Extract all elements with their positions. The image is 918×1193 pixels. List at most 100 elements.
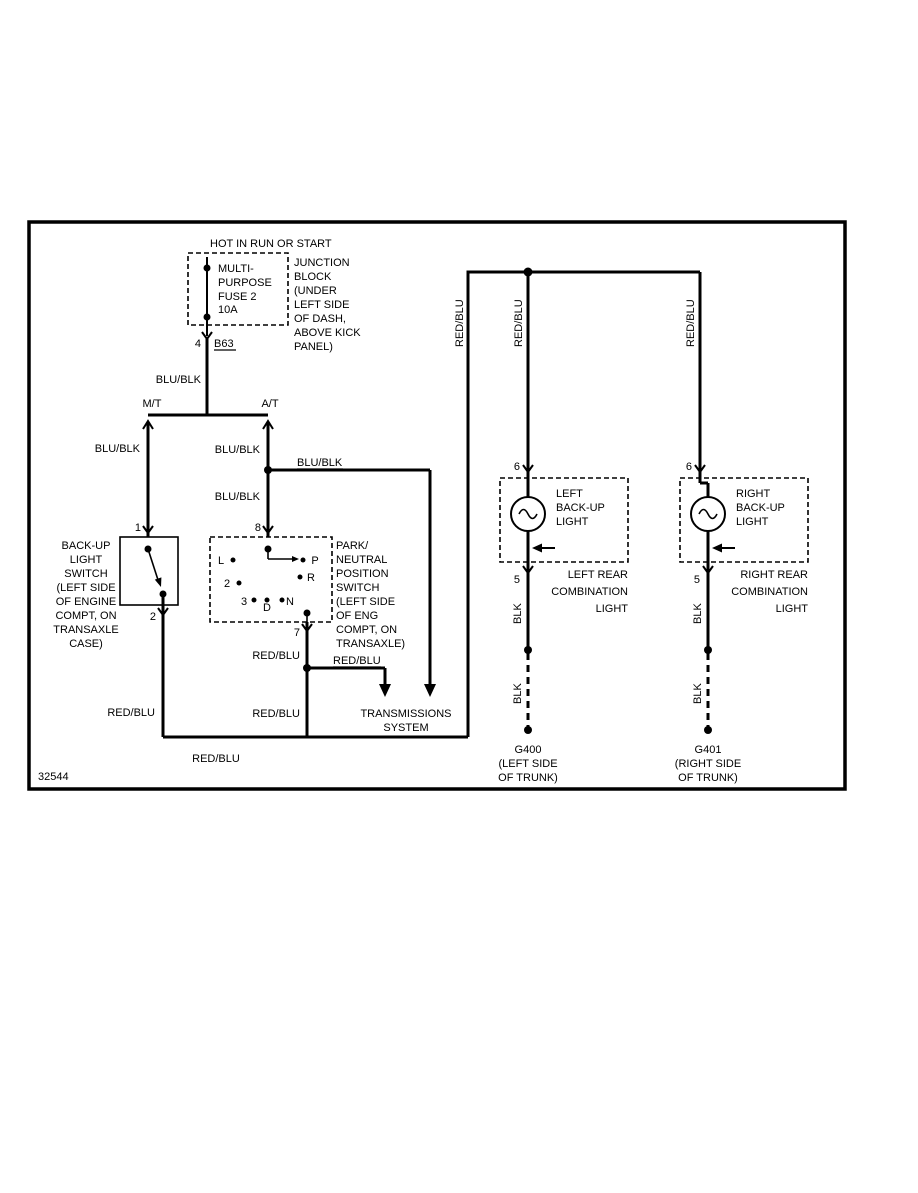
- wire-label-blu-blk: BLU/BLK: [215, 491, 261, 503]
- left-assembly-label: LEFT REAR: [568, 569, 628, 581]
- gear-position-dot: [236, 580, 242, 586]
- park-neutral-label: SWITCH: [336, 582, 379, 594]
- right-backup-light-section: 6 RIGHT BACK-UP LIGHT 5 RIGHT REAR COMBI…: [675, 461, 809, 784]
- fuse-label: MULTI-: [218, 263, 254, 275]
- wire-label-blk: BLK: [512, 683, 524, 704]
- ground-location: OF TRUNK): [678, 772, 738, 784]
- pin-number: 6: [514, 461, 520, 473]
- wire: [466, 270, 700, 737]
- pin-number: 2: [150, 611, 156, 623]
- transmission-system-label: TRANSMISSIONS: [360, 708, 451, 720]
- backup-switch-label: SWITCH: [64, 568, 107, 580]
- connector-chevron: [694, 464, 706, 474]
- wire-label-blk: BLK: [512, 603, 524, 624]
- park-neutral-label: NEUTRAL: [336, 554, 387, 566]
- gear-position-dot: [251, 597, 257, 603]
- fuse-label: PURPOSE: [218, 277, 272, 289]
- wire-label-red-blu: RED/BLU: [252, 708, 300, 720]
- branch-split: M/T A/T: [142, 398, 279, 430]
- pin-number: 5: [514, 574, 520, 586]
- gear-position-label: D: [263, 602, 271, 614]
- wire-label-red-blu: RED/BLU: [454, 299, 466, 347]
- flow-arrow: [424, 684, 436, 697]
- wire-label-red-blu: RED/BLU: [685, 299, 697, 347]
- ground-location: OF TRUNK): [498, 772, 558, 784]
- junction-dot: [524, 646, 532, 654]
- backup-switch-label: OF ENGINE: [56, 596, 117, 608]
- gear-position-dot: [297, 574, 303, 580]
- power-section: HOT IN RUN OR START MULTI- PURPOSE FUSE …: [156, 238, 361, 415]
- transmission-system-label: SYSTEM: [383, 722, 428, 734]
- ground-id: G401: [695, 744, 722, 756]
- junction-block-label: PANEL): [294, 341, 333, 353]
- left-light-box: [499, 477, 629, 563]
- wire-label-blu-blk: BLU/BLK: [95, 443, 141, 455]
- backup-switch-label: (LEFT SIDE: [56, 582, 115, 594]
- fuse-terminal-dot: [203, 313, 211, 321]
- connector-chevron: [157, 607, 169, 617]
- left-light-label: LIGHT: [556, 516, 589, 528]
- left-assembly-label: LIGHT: [596, 603, 629, 615]
- fuse-label: 10A: [218, 304, 238, 316]
- connector-chevron: [142, 419, 154, 430]
- bulb-filament: [698, 508, 718, 520]
- park-neutral-switch-box: [209, 536, 333, 623]
- right-light-label: LIGHT: [736, 516, 769, 528]
- right-light-label: RIGHT: [736, 488, 771, 500]
- wire-label-red-blu: RED/BLU: [252, 650, 300, 662]
- left-light-label: BACK-UP: [556, 502, 605, 514]
- wire-label-blu-blk: BLU/BLK: [297, 457, 343, 469]
- switch-blade: [147, 548, 160, 584]
- flow-arrow: [379, 684, 391, 697]
- gear-position-dot: [230, 557, 236, 563]
- left-assembly-label: COMBINATION: [551, 586, 628, 598]
- wire-label-red-blu: RED/BLU: [513, 299, 525, 347]
- wire-label-red-blu: RED/BLU: [107, 707, 155, 719]
- gear-position-label: N: [286, 596, 294, 608]
- connector-chevron: [262, 419, 274, 430]
- hot-in-run-label: HOT IN RUN OR START: [210, 238, 332, 250]
- park-neutral-section: BLU/BLK BLU/BLK BLU/BLK 8 L 2 3 D N R P …: [209, 422, 452, 737]
- backup-switch-label: BACK-UP: [62, 540, 111, 552]
- terminal-arrow: [712, 543, 722, 553]
- fuse-terminal-dot: [203, 264, 211, 272]
- right-assembly-label: RIGHT REAR: [740, 569, 808, 581]
- gear-position-dot: [300, 557, 306, 563]
- bulb-filament: [518, 508, 538, 520]
- junction-block-label: LEFT SIDE: [294, 299, 349, 311]
- ground-location: (RIGHT SIDE: [675, 758, 741, 770]
- junction-block-label: ABOVE KICK: [294, 327, 361, 339]
- junction-dot: [704, 646, 712, 654]
- gear-position-label: 3: [241, 596, 247, 608]
- ground-location: (LEFT SIDE: [498, 758, 557, 770]
- backup-switch-label: CASE): [69, 638, 103, 650]
- junction-block-label: JUNCTION: [294, 257, 350, 269]
- connector-chevron: [142, 525, 154, 535]
- wire-label-blu-blk: BLU/BLK: [215, 444, 261, 456]
- wire-label-blu-blk: BLU/BLK: [156, 374, 202, 386]
- junction-block-label: OF DASH,: [294, 313, 346, 325]
- pin-number: 1: [135, 522, 141, 534]
- backup-switch-label: COMPT, ON: [55, 610, 116, 622]
- fuse-label: FUSE 2: [218, 291, 257, 303]
- connector-id: B63: [214, 338, 234, 350]
- wire-label-red-blu: RED/BLU: [333, 655, 381, 667]
- junction-block-label: (UNDER: [294, 285, 337, 297]
- park-neutral-label: OF ENG: [336, 610, 378, 622]
- pin-number: 7: [294, 627, 300, 639]
- gear-position-label: R: [307, 572, 315, 584]
- figure-number: 32544: [38, 771, 69, 783]
- ground-id: G400: [515, 744, 542, 756]
- gear-position-label: 2: [224, 578, 230, 590]
- pin-number: 5: [694, 574, 700, 586]
- park-neutral-label: (LEFT SIDE: [336, 596, 395, 608]
- ground-dot: [704, 726, 712, 734]
- feed-run: RED/BLU RED/BLU RED/BLU RED/BLU: [163, 267, 702, 765]
- park-neutral-label: PARK/: [336, 540, 369, 552]
- junction-block-label: BLOCK: [294, 271, 332, 283]
- gear-position-label: L: [218, 555, 224, 567]
- right-light-box: [679, 477, 809, 563]
- connector-chevron: [522, 464, 534, 474]
- connector-chevron: [301, 623, 313, 633]
